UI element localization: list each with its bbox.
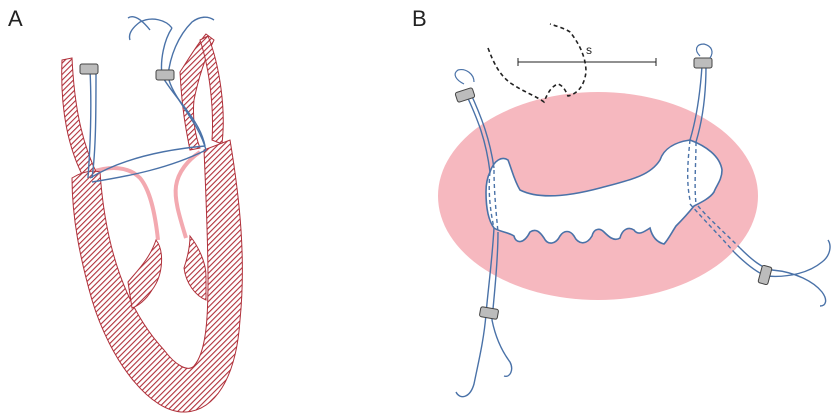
papillary-muscle-right	[184, 236, 206, 300]
posterior-leaflet	[176, 152, 200, 238]
pledget-b-left-bottom	[479, 307, 498, 320]
panel-b-diagram: s	[438, 24, 830, 397]
suture-a-needle-1	[129, 19, 172, 40]
suture-b-needle-right	[697, 44, 712, 58]
suture-b-right-bottom	[734, 240, 830, 306]
tissue-outline-dashed	[488, 24, 586, 102]
pledget-a-right	[156, 70, 174, 80]
suture-b-needle-left	[455, 70, 474, 84]
pledget-a-left	[80, 64, 98, 74]
aortic-wall-left	[62, 58, 98, 182]
pledget-b-left-top	[455, 87, 475, 102]
aortic-wall-far-right	[200, 36, 223, 144]
pledget-b-right-top	[694, 58, 712, 68]
panel-a-diagram	[62, 17, 243, 412]
pledget-b-right-bottom	[758, 265, 772, 285]
papillary-muscle-left	[128, 240, 162, 308]
scale-label: s	[586, 43, 592, 57]
